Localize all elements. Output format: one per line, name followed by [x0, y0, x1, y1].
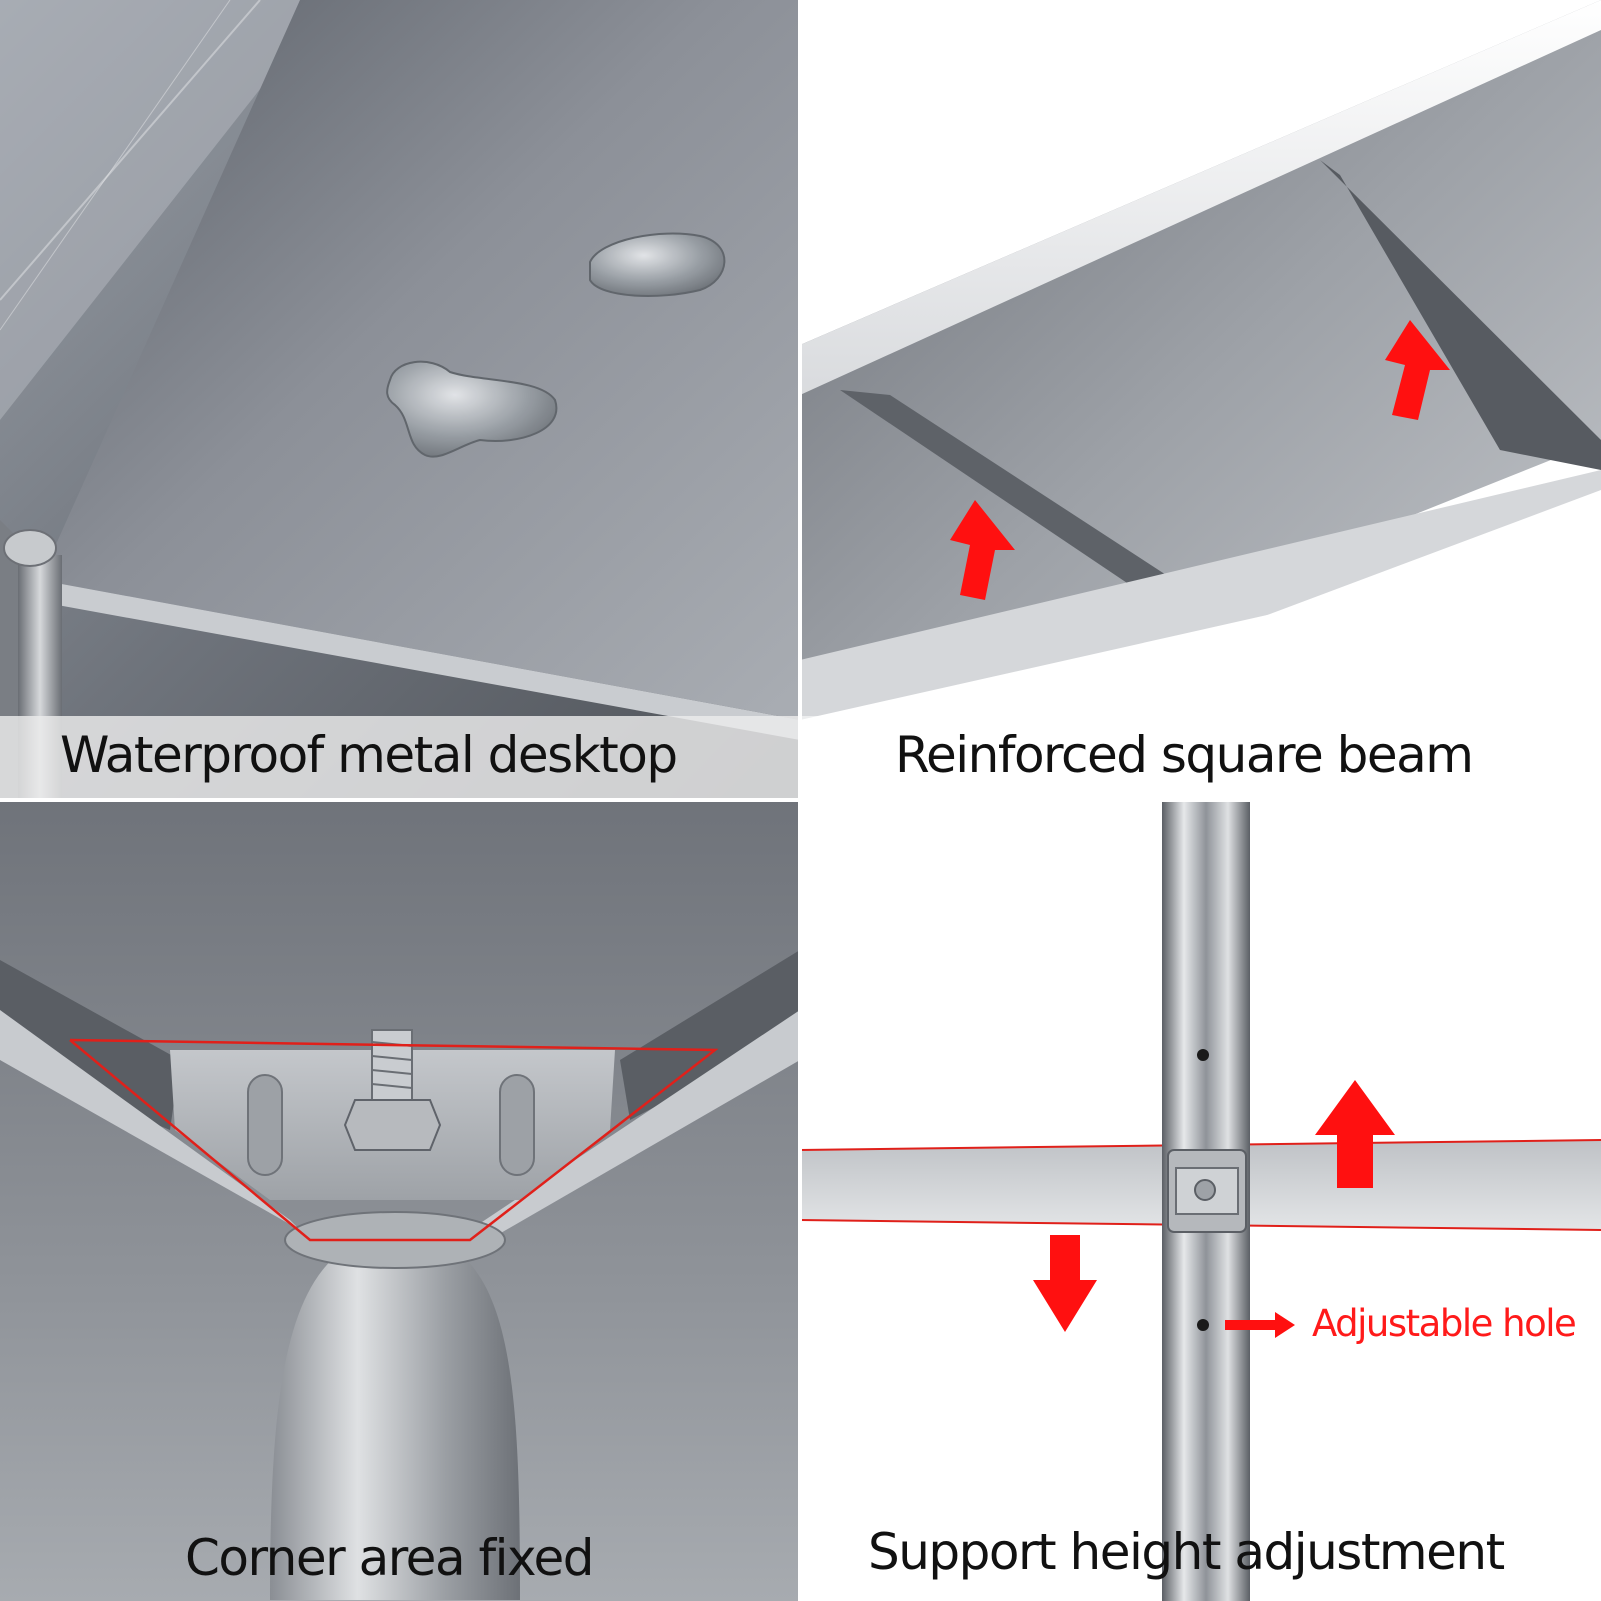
pole-illustration — [800, 800, 1601, 1601]
water-droplet-2 — [386, 360, 558, 458]
desktop-illustration — [0, 0, 800, 800]
hex-nut — [343, 1099, 442, 1151]
corner-illustration — [0, 800, 800, 1601]
water-droplet-1 — [589, 232, 726, 297]
adjustable-hole-label: Adjustable hole — [1312, 1302, 1577, 1345]
corner-outline — [69, 1038, 719, 1242]
red-arrow-down — [1033, 1235, 1097, 1332]
red-arrow-right — [1225, 1312, 1295, 1338]
slot-right — [499, 1074, 535, 1176]
slot-left — [247, 1074, 283, 1176]
grid-divider-horizontal — [0, 798, 1601, 802]
panel-reinforced-beam: Reinforced square beam — [800, 0, 1601, 800]
panel-corner-fixed: Corner area fixed — [0, 800, 800, 1601]
red-arrow-up — [1315, 1080, 1395, 1188]
beam-illustration — [800, 0, 1601, 800]
caption-band — [0, 716, 800, 800]
caption-reinforced-beam: Reinforced square beam — [895, 726, 1474, 784]
caption-height-adjustment: Support height adjustment — [868, 1523, 1505, 1581]
hole-lower — [1197, 1319, 1209, 1331]
caption-corner-fixed: Corner area fixed — [185, 1529, 595, 1587]
hole-upper — [1197, 1049, 1209, 1061]
panel-waterproof-desktop: Waterproof metal desktop — [0, 0, 800, 800]
red-arrow-up-left — [950, 500, 1015, 600]
panel-height-adjustment: Adjustable hole Support height adjustmen… — [800, 800, 1601, 1601]
caption-waterproof-desktop: Waterproof metal desktop — [60, 726, 678, 784]
red-arrow-up-right — [1385, 320, 1450, 420]
caption-band — [800, 716, 1601, 800]
